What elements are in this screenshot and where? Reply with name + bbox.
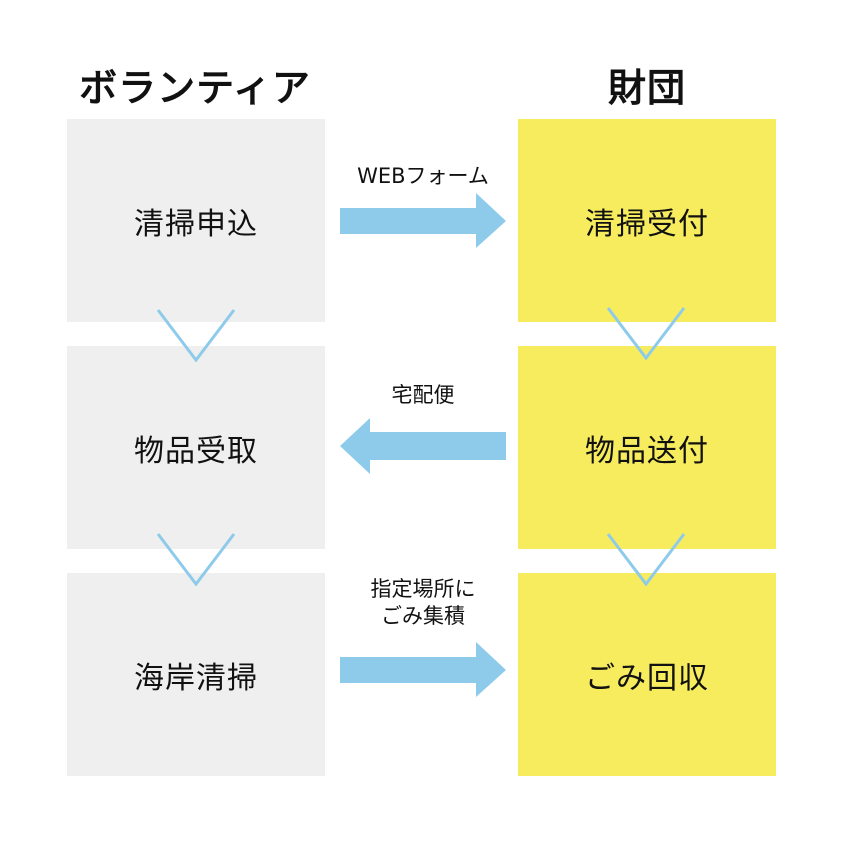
flow-label-collection-point: 指定場所に ごみ集積 <box>338 576 508 630</box>
flow-label-delivery: 宅配便 <box>338 382 508 409</box>
volunteer-step-label: 海岸清掃 <box>134 660 258 696</box>
foundation-header: 財団 <box>607 66 686 110</box>
foundation-step-collect: ごみ回収 <box>518 573 776 776</box>
volunteer-step-receive: 物品受取 <box>67 346 325 549</box>
foundation-step-label: ごみ回収 <box>585 660 709 696</box>
foundation-step-label: 物品送付 <box>585 433 709 469</box>
foundation-step-accept: 清掃受付 <box>518 119 776 322</box>
foundation-step-ship: 物品送付 <box>518 346 776 549</box>
arrow-right-icon <box>340 642 506 697</box>
flow-label-line: ごみ集積 <box>381 604 465 628</box>
volunteer-step-apply: 清掃申込 <box>67 119 325 322</box>
arrow-left-icon <box>340 418 506 474</box>
flow-label-line: 宅配便 <box>391 383 455 407</box>
foundation-step-label: 清掃受付 <box>585 206 709 242</box>
flow-label-line: 指定場所に <box>370 577 476 601</box>
volunteer-step-clean: 海岸清掃 <box>67 573 325 776</box>
volunteer-step-label: 清掃申込 <box>134 206 258 242</box>
volunteer-header: ボランティア <box>79 66 311 110</box>
arrow-right-icon <box>340 193 506 248</box>
flow-label-web-form: WEBフォーム <box>338 163 508 190</box>
flow-label-line: WEBフォーム <box>357 164 489 188</box>
volunteer-step-label: 物品受取 <box>134 433 258 469</box>
